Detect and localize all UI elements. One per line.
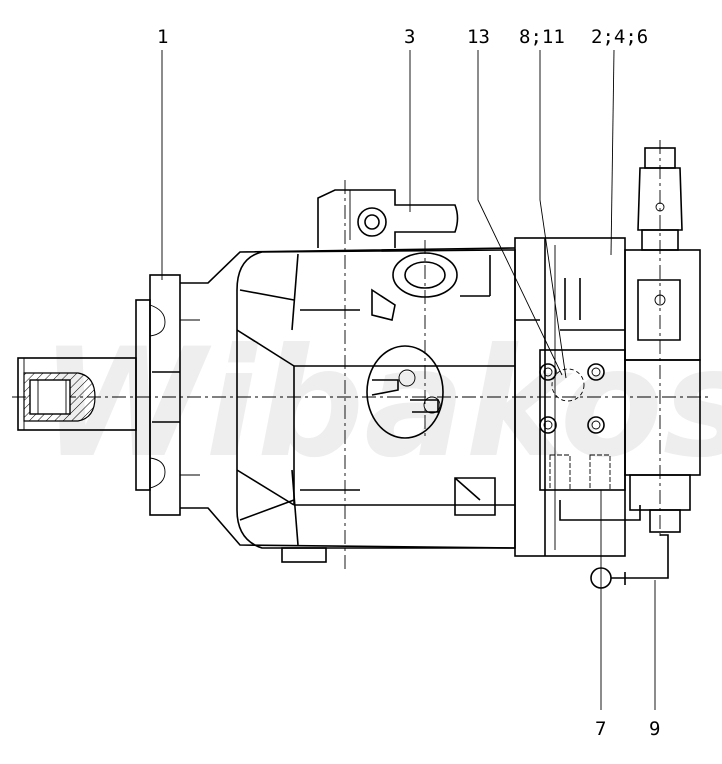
label-2-4-6: 2;4;6 <box>591 26 648 48</box>
control-module <box>559 147 701 533</box>
pump-housing <box>236 249 516 563</box>
label-9: 9 <box>649 718 660 740</box>
end-cap <box>514 237 626 557</box>
housing-outline <box>180 247 516 549</box>
label-3: 3 <box>404 26 415 48</box>
mounting-flange <box>135 274 200 516</box>
top-valve <box>317 189 459 248</box>
drive-shaft <box>17 357 137 431</box>
hydraulic-lines <box>590 534 669 589</box>
watermark: Wibakos <box>40 317 722 491</box>
leader-lines <box>161 49 656 710</box>
label-1: 1 <box>157 26 168 48</box>
label-7: 7 <box>595 718 606 740</box>
label-8-11: 8;11 <box>519 26 565 48</box>
label-13: 13 <box>467 26 490 48</box>
